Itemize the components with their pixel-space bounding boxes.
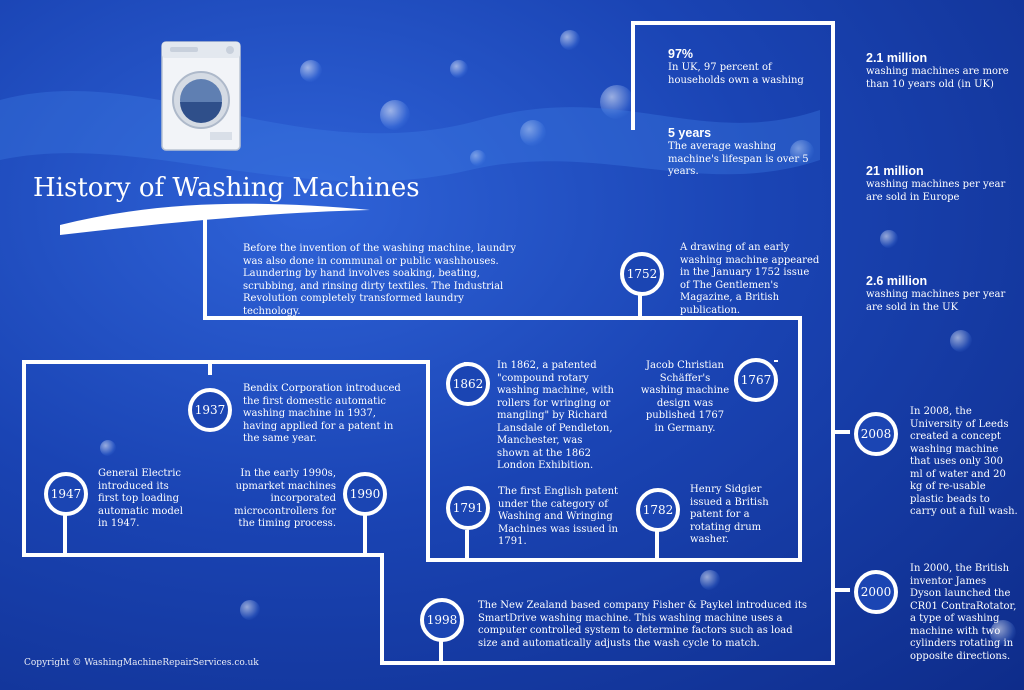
stat-21-million: 21 million washing machines per year are… — [866, 163, 1016, 204]
year-circle-1791: 1791 — [446, 486, 490, 530]
stat-2-1-million: 2.1 million washing machines are more th… — [866, 50, 1016, 91]
year-circle-1752: 1752 — [620, 252, 664, 296]
event-1990-text: In the early 1990s, upmarket machines in… — [234, 468, 336, 529]
bubble-decoration — [300, 60, 322, 82]
year-circle-1782: 1782 — [636, 488, 680, 532]
intro-text: Before the invention of the washing mach… — [243, 243, 516, 317]
year-circle-2000: 2000 — [854, 570, 898, 614]
bubble-decoration — [990, 620, 1016, 646]
stat-text: washing machines are more than 10 years … — [866, 66, 1009, 90]
stat-5-years: 5 years The average washing machine's li… — [668, 125, 818, 179]
event-1998-text: The New Zealand based company Fisher & P… — [478, 600, 808, 649]
bubble-decoration — [450, 60, 468, 78]
bubble-decoration — [520, 120, 546, 146]
stat-value: 5 years — [668, 126, 712, 140]
year-circle-1998: 1998 — [420, 598, 464, 642]
event-1752-text: A drawing of an early washing machine ap… — [680, 242, 820, 316]
event-1767-text: Jacob Christian Schäffer's washing machi… — [640, 360, 730, 434]
year-circle-2008: 2008 — [854, 412, 898, 456]
bubble-decoration — [100, 440, 116, 456]
stat-text: In UK, 97 percent of households own a wa… — [668, 62, 804, 86]
bubble-decoration — [950, 330, 972, 352]
bubble-decoration — [600, 85, 634, 119]
bubble-decoration — [700, 570, 720, 590]
event-2008-text: In 2008, the University of Leeds created… — [910, 406, 1018, 517]
event-2000-text: In 2000, the British inventor James Dyso… — [910, 563, 1017, 662]
bubble-decoration — [790, 140, 814, 164]
stat-97-percent: 97% In UK, 97 percent of households own … — [668, 46, 818, 87]
event-1947-text: General Electric introduced its first to… — [98, 468, 183, 529]
year-circle-1767: 1767 — [734, 358, 778, 402]
stat-value: 97% — [668, 47, 694, 61]
event-1937-text: Bendix Corporation introduced the first … — [243, 383, 401, 444]
stat-2-6-million: 2.6 million washing machines per year ar… — [866, 273, 1016, 314]
page-title: History of Washing Machines — [33, 173, 420, 203]
year-circle-1937: 1937 — [188, 388, 232, 432]
stat-text: washing machines per year are sold in Eu… — [866, 179, 1006, 203]
stat-value: 21 million — [866, 164, 924, 178]
bubble-decoration — [240, 600, 260, 620]
event-1862-text: In 1862, a patented "compound rotary was… — [497, 360, 614, 471]
stat-value: 2.6 million — [866, 274, 928, 288]
event-1782-text: Henry Sidgier issued a British patent fo… — [690, 484, 769, 545]
stat-value: 2.1 million — [866, 51, 928, 65]
washing-machine-icon — [161, 41, 241, 151]
year-circle-1990: 1990 — [343, 472, 387, 516]
bubble-decoration — [880, 230, 898, 248]
stat-text: washing machines per year are sold in th… — [866, 289, 1006, 313]
bubble-decoration — [380, 100, 410, 130]
stat-text: The average washing machine's lifespan i… — [668, 141, 809, 177]
event-1791-text: The first English patent under the categ… — [498, 486, 619, 547]
bubble-decoration — [470, 150, 486, 166]
bubble-decoration — [560, 30, 580, 50]
year-circle-1862: 1862 — [446, 362, 490, 406]
copyright-text: Copyright © WashingMachineRepairServices… — [24, 658, 259, 668]
year-circle-1947: 1947 — [44, 472, 88, 516]
